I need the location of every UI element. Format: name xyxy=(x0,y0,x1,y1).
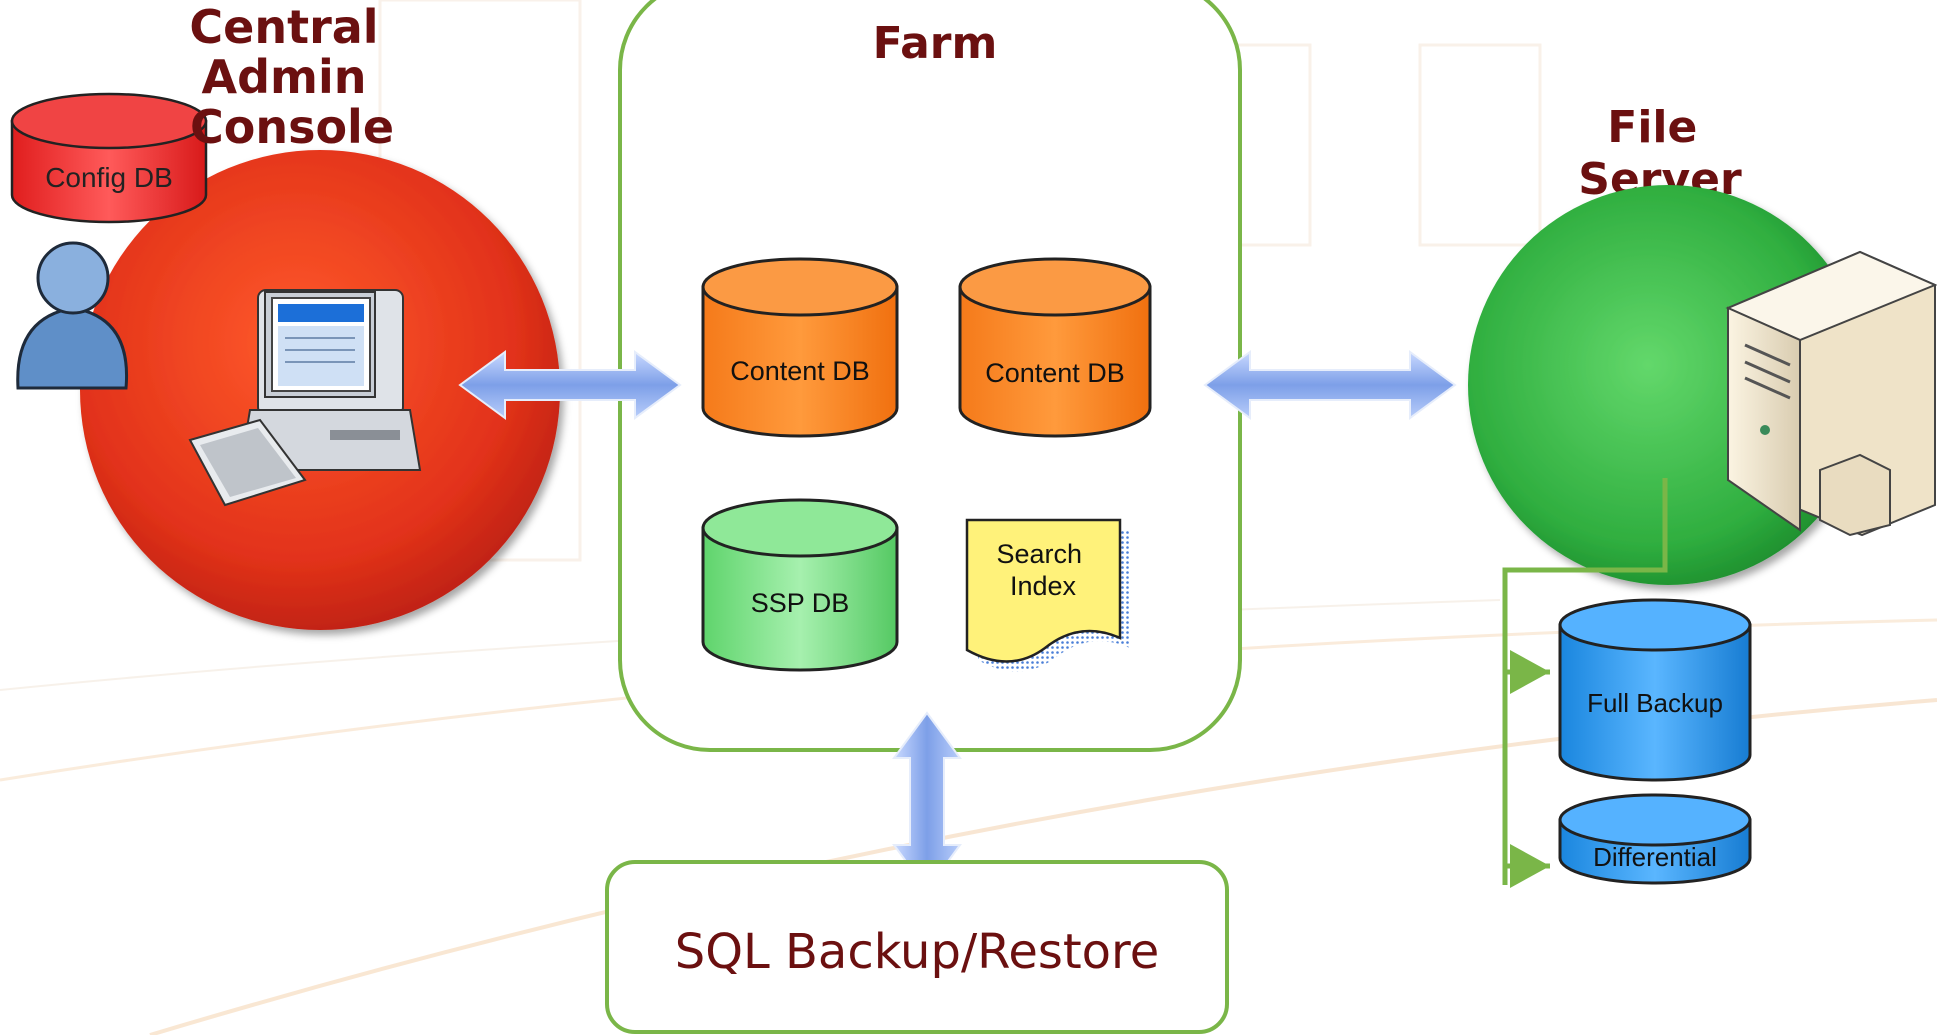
central-admin-group: Config DB Central Admin Console xyxy=(10,0,560,630)
file-server-title-line-1: File xyxy=(1607,102,1697,153)
farm-group: Farm Content DB Content DB SSP DB Search… xyxy=(618,0,1242,752)
central-admin-title-line-3: Console xyxy=(190,100,394,154)
sql-backup-box xyxy=(605,860,1229,1034)
content-db-2-cylinder: Content DB xyxy=(958,257,1152,438)
ssp-db-label: SSP DB xyxy=(751,588,850,618)
central-admin-title-line-1: Central xyxy=(189,0,378,54)
file-server-group: File Server Full Backup xyxy=(1468,102,1937,888)
search-index-document: Search Index xyxy=(965,518,1130,672)
ssp-db-cylinder: SSP DB xyxy=(701,498,899,672)
search-index-line-2: Index xyxy=(1010,571,1077,601)
search-index-label: Search Index xyxy=(996,539,1089,601)
content-db-2-label: Content DB xyxy=(985,358,1125,388)
user-icon xyxy=(16,241,129,390)
content-db-1-cylinder: Content DB xyxy=(701,257,899,438)
arrow-to-differential xyxy=(1510,844,1550,888)
central-admin-title-line-2: Admin xyxy=(202,50,367,104)
server-icon xyxy=(1725,250,1937,537)
config-db-cylinder: Config DB xyxy=(10,92,208,224)
computer-icon xyxy=(188,289,422,507)
arrow-to-full-backup xyxy=(1510,650,1550,694)
arrow-farm-fileserver xyxy=(1203,350,1457,420)
content-db-1-label: Content DB xyxy=(730,356,870,386)
differential-cylinder: Differential xyxy=(1558,793,1752,885)
file-server-title: File Server xyxy=(1578,102,1742,205)
full-backup-cylinder: Full Backup xyxy=(1558,598,1752,782)
differential-label: Differential xyxy=(1593,842,1717,872)
arrow-central-farm xyxy=(458,350,682,420)
sql-backup-group: SQL Backup/Restore xyxy=(605,860,1229,1034)
farm-title: Farm xyxy=(873,18,998,69)
config-db-label: Config DB xyxy=(45,162,173,193)
central-admin-title: Central Admin Console xyxy=(189,0,394,154)
search-index-line-1: Search xyxy=(996,539,1082,569)
full-backup-label: Full Backup xyxy=(1587,688,1723,718)
sql-backup-label: SQL Backup/Restore xyxy=(675,924,1160,980)
